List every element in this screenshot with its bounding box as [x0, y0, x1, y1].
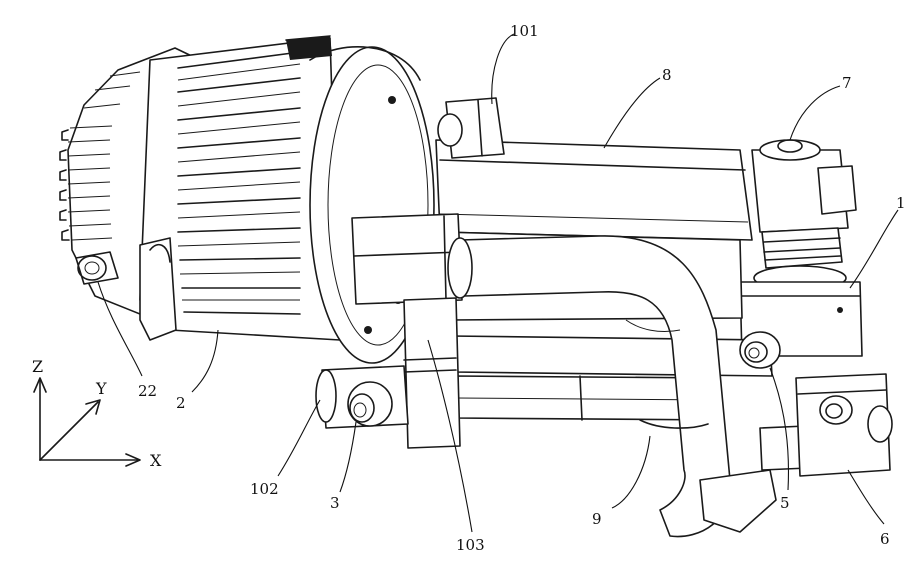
label-9: 9 — [592, 510, 602, 528]
axis-x-label: X — [150, 451, 162, 470]
label-8: 8 — [662, 66, 672, 84]
label-1: 1 — [896, 194, 906, 212]
coordinate-axes: Z Y X — [32, 357, 162, 470]
motor-assembly — [60, 36, 434, 363]
label-2: 2 — [176, 394, 186, 412]
valve-7 — [752, 140, 856, 290]
upper-tube — [436, 98, 752, 240]
label-102: 102 — [250, 480, 279, 498]
label-103: 103 — [456, 536, 485, 554]
axis-y-label: Y — [95, 379, 107, 398]
block-6 — [796, 374, 892, 476]
label-6: 6 — [880, 530, 890, 548]
label-3: 3 — [330, 494, 340, 512]
label-7: 7 — [842, 74, 852, 92]
fitting-3 — [316, 366, 408, 428]
label-22: 22 — [138, 382, 157, 400]
axis-z-label: Z — [32, 357, 43, 376]
label-101: 101 — [510, 22, 539, 40]
label-5: 5 — [780, 494, 790, 512]
